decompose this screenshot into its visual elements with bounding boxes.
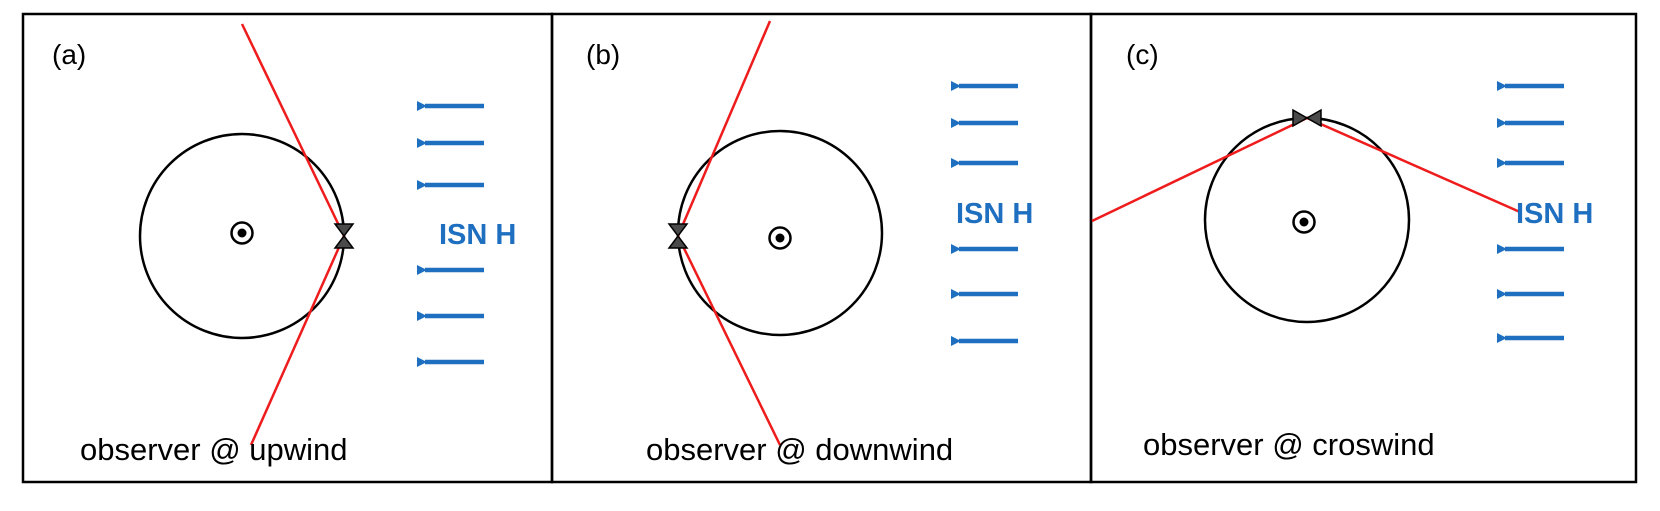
- panel-caption: observer @ downwind: [646, 432, 953, 467]
- wind-arrows: [1497, 81, 1564, 343]
- wind-arrows: [951, 81, 1018, 346]
- wind-label: ISN H: [1516, 198, 1593, 230]
- panel-a: (a) ISN H observer @ upwind: [21, 12, 554, 484]
- panel-caption: observer @ upwind: [80, 432, 348, 467]
- wind-label: ISN H: [956, 198, 1033, 230]
- panel-label: (a): [52, 39, 86, 70]
- sight-line: [676, 20, 782, 446]
- panel-caption: observer @ croswind: [1143, 427, 1435, 462]
- observer-marker-icon: [1292, 108, 1322, 128]
- panel-b: (b) ISN H observer @ downwind: [550, 12, 1093, 484]
- observer-marker-icon: [667, 223, 689, 249]
- wind-arrows: [417, 101, 484, 367]
- panel-c: (c) ISN H observer @ croswind: [1089, 12, 1638, 484]
- observer-marker-icon: [333, 223, 355, 249]
- wind-label: ISN H: [439, 219, 516, 251]
- panel-label: (b): [586, 39, 620, 70]
- sight-line: [1091, 116, 1521, 223]
- sun-icon: [1292, 210, 1316, 234]
- sight-line: [240, 23, 346, 446]
- sun-icon: [768, 226, 792, 250]
- sun-icon: [230, 221, 254, 245]
- panel-label: (c): [1126, 39, 1159, 70]
- panel-frame: [1089, 12, 1638, 484]
